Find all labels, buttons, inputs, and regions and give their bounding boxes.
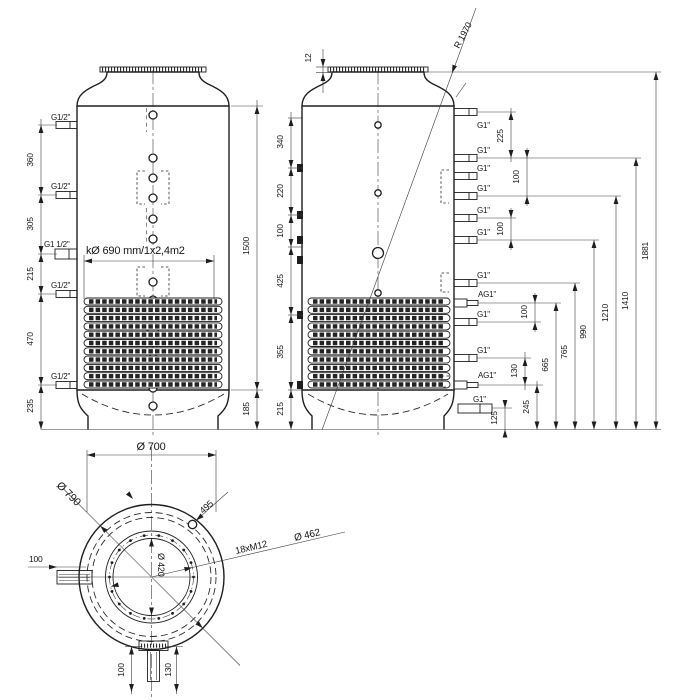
dim-1410: 1410 (620, 291, 630, 310)
side-port-label-6: G1" (477, 228, 490, 237)
dim-765: 765 (559, 345, 569, 359)
dim-215-side: 215 (275, 402, 285, 416)
dim-125: 125 (489, 411, 499, 425)
dim-100-b: 100 (495, 222, 505, 236)
dim-1500: 1500 (241, 236, 251, 255)
side-port-label-11: AG1" (478, 371, 496, 380)
front-height-dims: 1500 185 (231, 100, 263, 430)
dim-100-bottom-nozzle: 100 (116, 663, 126, 677)
front-port-label-1: G1/2" (51, 113, 71, 122)
dim-495: 495 (198, 498, 216, 515)
top-leader-462 (151, 531, 346, 578)
dim-220: 220 (275, 184, 285, 198)
dim-235: 235 (25, 399, 35, 413)
front-view: G1/2" G1/2" G1 1/2" G1/2" G1/2" 360 305 … (25, 66, 263, 436)
dim-radius-1970: R 1970 (452, 21, 474, 50)
front-tank-outline (76, 66, 230, 430)
front-nozzle-3 (54, 248, 78, 260)
dim-130: 130 (509, 364, 519, 378)
front-coil-dim: kØ 690 mm/1x2,4m2 (83, 245, 215, 299)
dim-305: 305 (25, 217, 35, 231)
side-port-label-10: G1" (477, 346, 490, 355)
front-port-label-2: G1/2" (51, 182, 71, 191)
front-nozzle-5 (55, 381, 78, 389)
side-inner-dims: 225 100 100 100 130 245 125 (489, 108, 540, 438)
side-flange-thickness-dim: 12 (303, 49, 331, 93)
dim-1881: 1881 (640, 241, 650, 260)
dim-215-front: 215 (25, 267, 35, 281)
front-nozzles (54, 121, 78, 389)
side-port-label-8: AG1" (478, 290, 496, 299)
coil-label: kØ 690 mm/1x2,4m2 (86, 245, 185, 257)
front-port-label-3: G1 1/2" (44, 240, 70, 249)
side-port-label-12: G1" (473, 395, 486, 404)
front-dashed-brackets (136, 170, 170, 297)
top-view: Ø 700 Ø 790 Ø 420 495 18xM12 Ø 462 100 (28, 441, 346, 700)
dim-100-side-nozzle: 100 (29, 554, 43, 564)
front-nozzle-2 (55, 191, 78, 199)
dim-360: 360 (25, 153, 35, 167)
side-port-label-1: G1" (477, 121, 490, 130)
dim-470: 470 (25, 332, 35, 346)
side-heat-exchanger-coil (308, 298, 450, 388)
front-port-label-5: G1/2" (51, 372, 71, 381)
dim-1210: 1210 (600, 303, 610, 322)
side-dashed-brackets (440, 169, 449, 388)
dim-425: 425 (275, 274, 285, 288)
dim-665: 665 (540, 358, 550, 372)
side-outer-dims: 665 765 990 1210 1410 1881 (540, 72, 659, 430)
dim-990: 990 (578, 325, 588, 339)
front-left-dim-chain: 360 305 215 470 235 (25, 119, 57, 430)
dim-dia-462: Ø 462 (293, 527, 322, 544)
dim-100-left: 100 (275, 224, 285, 238)
dim-18xM12: 18xM12 (234, 539, 268, 557)
dim-dia-790: Ø 790 (54, 480, 83, 509)
side-nozzles (453, 108, 493, 414)
dim-dia-420: Ø 420 (156, 553, 166, 577)
dim-dia-700: Ø 700 (137, 441, 166, 453)
dim-245: 245 (521, 400, 531, 414)
side-port-label-2: G1" (477, 146, 490, 155)
side-port-label-5: G1" (477, 206, 490, 215)
side-extension-lines (428, 71, 661, 409)
dim-130-bottom-nozzle: 130 (163, 663, 173, 677)
dim-340: 340 (275, 135, 285, 149)
side-view: R 1970 12 340 220 100 425 355 215 (275, 7, 661, 438)
front-port-label-4: G1/2" (51, 281, 71, 290)
front-heat-exchanger-coil (84, 298, 222, 388)
top-dim-700: Ø 700 (86, 441, 217, 512)
dim-225: 225 (495, 129, 505, 143)
side-port-label-3: G1" (477, 164, 490, 173)
top-side-nozzle: 100 (28, 554, 93, 585)
side-port-label-7: G1" (477, 271, 490, 280)
side-port-label-9: G1" (477, 310, 490, 319)
dim-185: 185 (241, 402, 251, 416)
top-lifting-lug (187, 519, 198, 530)
front-nozzle-1 (55, 121, 78, 129)
dim-100-c: 100 (519, 305, 529, 319)
dim-355: 355 (275, 345, 285, 359)
front-nozzle-4 (55, 290, 78, 298)
side-left-dim-chain: 340 220 100 425 355 215 (275, 112, 303, 430)
dim-12: 12 (303, 53, 313, 63)
dim-100-a: 100 (511, 170, 521, 184)
side-port-label-4: G1" (477, 184, 490, 193)
top-bottom-nozzle: 100 130 (116, 640, 183, 694)
top-lug-495: 495 (187, 491, 229, 530)
top-dim-420: Ø 420 (149, 538, 166, 616)
